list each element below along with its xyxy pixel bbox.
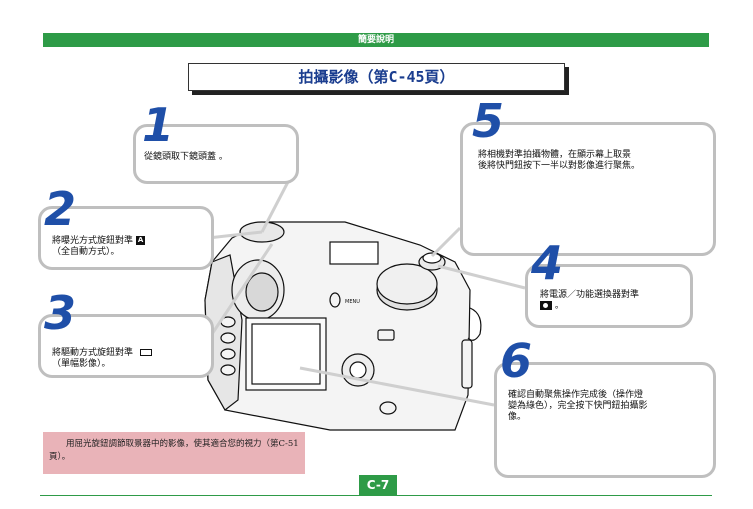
page-title: 拍攝影像（第C-45頁） (188, 63, 565, 91)
menu-label: MENU (345, 299, 360, 305)
header-left-notch (40, 33, 43, 47)
step-2-text: 將曝光方式旋鈕對準 A （全自動方式）。 (52, 236, 146, 258)
header-right-notch (709, 33, 712, 47)
callout-step-3 (38, 314, 214, 378)
step-2-line1: 將曝光方式旋鈕對準 (52, 236, 134, 246)
step-1-number: 1 (142, 98, 175, 152)
page-number: C-7 (359, 475, 397, 496)
step-4-number: 4 (531, 236, 564, 290)
tip-box (43, 432, 305, 474)
step-5-line1: 將相機對準拍攝物體，在顯示幕上取景 (478, 150, 632, 160)
step-1-text: 從鏡頭取下鏡頭蓋 。 (144, 152, 228, 162)
step-4-text: 將電源／功能選換器對準 。 (540, 290, 639, 312)
camera-icon (540, 301, 552, 310)
step-4-line1: 將電源／功能選換器對準 (540, 290, 640, 300)
header-bar (40, 33, 712, 47)
header-title: 簡要說明 (357, 35, 394, 45)
step-2-number: 2 (44, 182, 77, 236)
callout-step-2 (38, 206, 214, 270)
step-6-line3: 像。 (508, 412, 527, 422)
callout-step-4 (525, 264, 693, 328)
tip-text: 用屈光旋鈕調節取景器中的影像，使其適合您的視力（第C-51頁）。 (49, 439, 299, 462)
step-3-line1: 將驅動方式旋鈕對準 (52, 348, 134, 358)
single-frame-icon (139, 349, 152, 356)
step-5-number: 5 (472, 94, 505, 148)
callout-step-1 (133, 124, 299, 184)
step-3-number: 3 (44, 286, 77, 340)
step-5-text: 將相機對準拍攝物體，在顯示幕上取景 後將快門鈕按下一半以對影像進行聚焦。 (478, 150, 640, 172)
callout-step-6 (494, 362, 716, 478)
step-6-line2: 變為綠色），完全按下快門鈕拍攝影 (508, 401, 648, 411)
header-left-edge (44, 33, 48, 47)
step-3-line2: （單幅影像）。 (52, 359, 111, 369)
step-4-line2: 。 (554, 301, 564, 311)
step-6-number: 6 (500, 334, 533, 388)
step-2-line2: （全自動方式）。 (52, 247, 120, 257)
step-6-text: 確認自動聚焦操作完成後（操作燈 變為綠色），完全按下快門鈕拍攝影 像。 (508, 390, 648, 423)
step-3-text: 將驅動方式旋鈕對準 （單幅影像）。 (52, 348, 152, 370)
callout-step-5 (460, 122, 716, 256)
auto-mode-icon: A (135, 236, 146, 245)
step-5-line2: 後將快門鈕按下一半以對影像進行聚焦。 (478, 161, 641, 171)
step-6-line1: 確認自動聚焦操作完成後（操作燈 (508, 390, 644, 400)
